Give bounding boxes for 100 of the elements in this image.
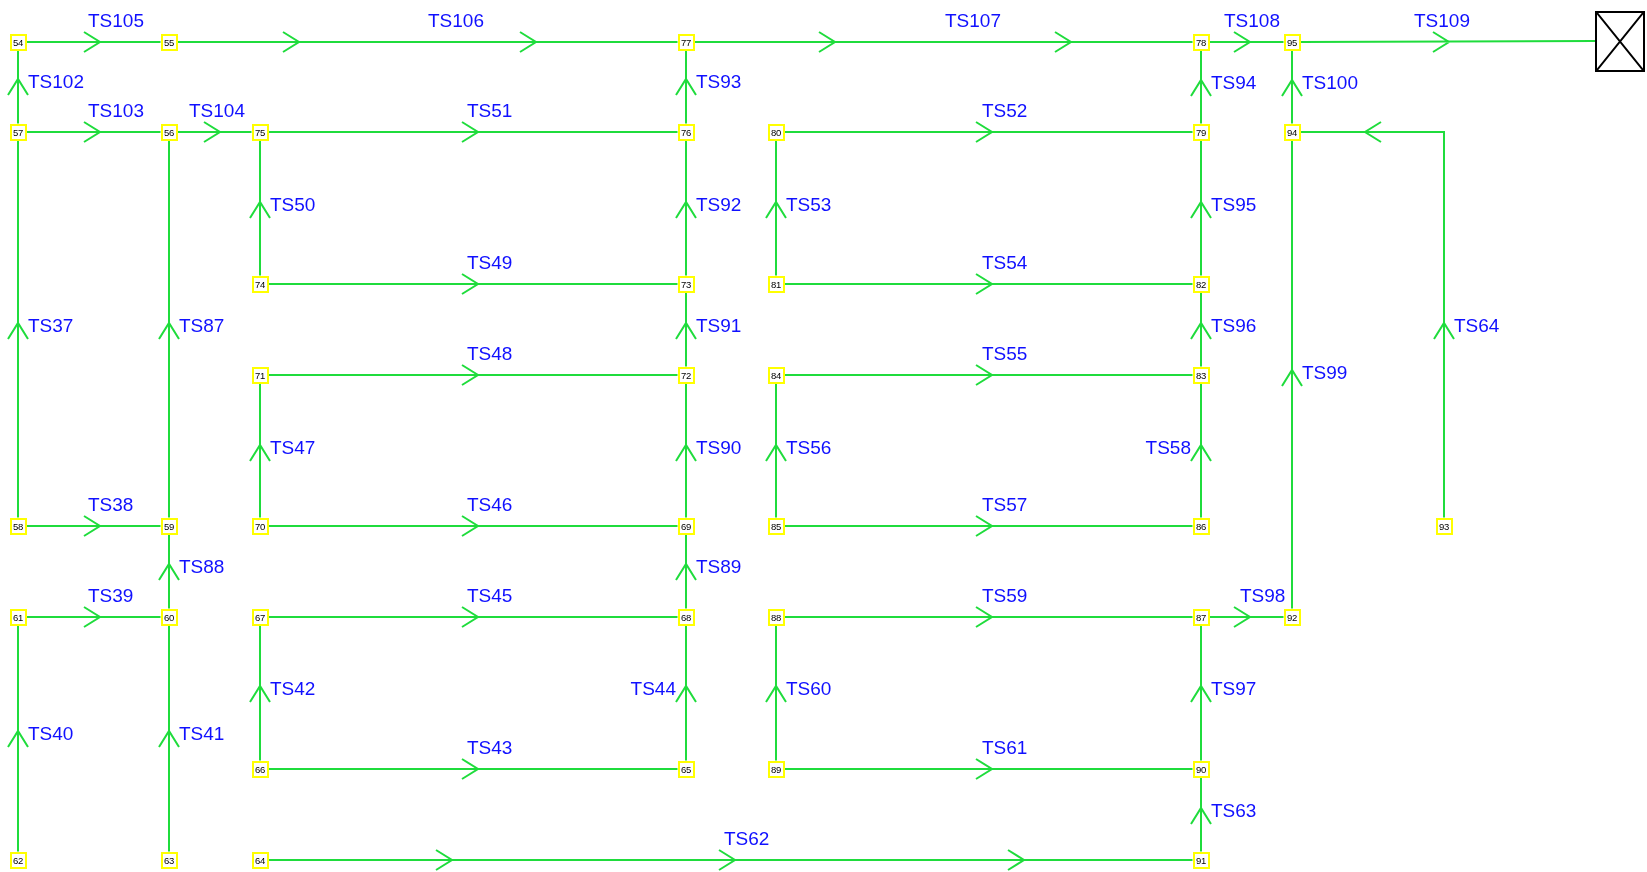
bus-node: 79 [1192, 123, 1210, 141]
bus-node: 78 [1192, 33, 1210, 51]
bus-node: 58 [9, 517, 27, 535]
arrow [25, 515, 162, 537]
arrow [267, 364, 679, 386]
bus-node: 66 [251, 760, 269, 778]
bus-node: 86 [1192, 517, 1210, 535]
bus-node: 56 [160, 123, 178, 141]
bus-node: 61 [9, 608, 27, 626]
arrow [783, 606, 1194, 628]
edge-label: TS64 [1454, 315, 1500, 337]
bus-node: 91 [1192, 851, 1210, 869]
bus-node: 84 [767, 366, 785, 384]
arrow [7, 49, 29, 125]
arrow [7, 624, 29, 853]
arrow [267, 606, 679, 628]
arrow [249, 382, 271, 519]
edge-label: TS106 [428, 10, 484, 32]
edge-label: TS41 [179, 723, 225, 745]
edge-label: TS61 [982, 737, 1028, 759]
arrow [783, 364, 1194, 386]
arrow [1281, 49, 1303, 125]
bus-node: 70 [251, 517, 269, 535]
edge-label: TS91 [696, 315, 742, 337]
edge-label: TS56 [786, 437, 832, 459]
arrow [765, 382, 787, 519]
arrow [158, 139, 180, 519]
arrow [25, 31, 162, 53]
bus-node: 72 [677, 366, 695, 384]
bus-node: 94 [1283, 123, 1301, 141]
arrow [176, 121, 253, 143]
edge-label: TS102 [28, 71, 84, 93]
arrow [783, 273, 1194, 295]
arrow [1190, 382, 1212, 519]
arrow [693, 31, 1194, 53]
edge-label: TS62 [724, 828, 770, 850]
edge-label: TS59 [982, 585, 1028, 607]
bus-node: 64 [251, 851, 269, 869]
bus-node: 93 [1435, 517, 1453, 535]
edge-label: TS40 [28, 723, 74, 745]
edge-label: TS43 [467, 737, 513, 759]
bus-node: 80 [767, 123, 785, 141]
arrow [267, 849, 1194, 871]
arrow [25, 121, 162, 143]
arrow [1208, 606, 1285, 628]
arrow [1190, 139, 1212, 277]
arrow [176, 31, 679, 53]
bus-node: 77 [677, 33, 695, 51]
arrow [1299, 30, 1596, 53]
edge-label: TS48 [467, 343, 513, 365]
arrow [249, 624, 271, 762]
edge-label: TS87 [179, 315, 225, 337]
bus-node: 67 [251, 608, 269, 626]
edge-label: TS97 [1211, 678, 1257, 700]
bus-node: 55 [160, 33, 178, 51]
arrow [267, 515, 679, 537]
edge-label: TS103 [88, 100, 144, 122]
edge-label: TS46 [467, 494, 513, 516]
arrow [783, 121, 1194, 143]
bus-node: 54 [9, 33, 27, 51]
bus-node: 83 [1192, 366, 1210, 384]
arrow [158, 533, 180, 610]
edge-label: TS54 [982, 252, 1028, 274]
edge-label: TS47 [270, 437, 316, 459]
arrow [267, 121, 679, 143]
edge-label: TS57 [982, 494, 1028, 516]
edge-label: TS94 [1211, 72, 1257, 94]
edge-label: TS55 [982, 343, 1028, 365]
arrow [267, 273, 679, 295]
arrow [1281, 139, 1303, 610]
edge-label: TS93 [696, 71, 742, 93]
edge-label: TS50 [270, 194, 316, 216]
arrow [675, 382, 697, 519]
edge-label: TS92 [696, 194, 742, 216]
edge-label: TS88 [179, 556, 225, 578]
bus-node: 85 [767, 517, 785, 535]
bus-node: 75 [251, 123, 269, 141]
arrow [675, 291, 697, 368]
edge-label: TS107 [945, 10, 1001, 32]
arrow [675, 533, 697, 610]
bus-node: 63 [160, 851, 178, 869]
bus-node: 82 [1192, 275, 1210, 293]
edge-label: TS100 [1302, 72, 1358, 94]
edge-label: TS58 [1145, 437, 1191, 459]
arrow [1190, 291, 1212, 368]
arrow [783, 758, 1194, 780]
arrow [1208, 31, 1285, 53]
bus-node: 88 [767, 608, 785, 626]
arrow [7, 139, 29, 519]
bus-node: 69 [677, 517, 695, 535]
bus-node: 65 [677, 760, 695, 778]
bus-node: 90 [1192, 760, 1210, 778]
edge-label: TS105 [88, 10, 144, 32]
bus-node: 89 [767, 760, 785, 778]
edge-label: TS108 [1224, 10, 1280, 32]
bus-node: 73 [677, 275, 695, 293]
edge-label: TS37 [28, 315, 74, 337]
arrow [675, 49, 697, 125]
arrow [267, 758, 679, 780]
arrow [675, 139, 697, 277]
